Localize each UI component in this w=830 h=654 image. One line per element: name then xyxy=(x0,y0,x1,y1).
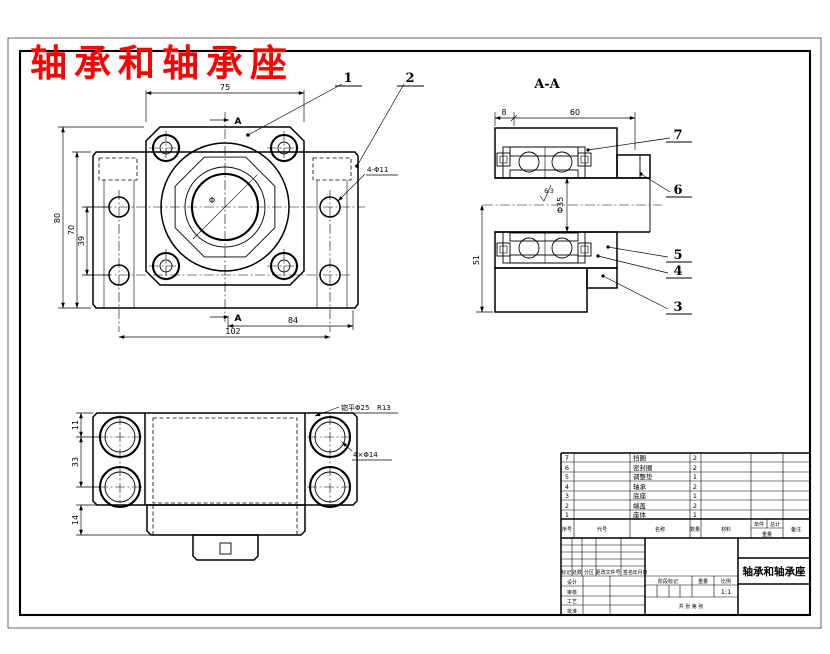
title-block: 标记 处数 分区 更改文件号 签名 年月日 设计 审核 工艺 批准 xyxy=(561,538,810,615)
dim-height-mid: 70 xyxy=(67,225,76,235)
sign-label-approve: 批准 xyxy=(567,608,577,615)
spotface-callout: 锪平Φ25 xyxy=(341,403,369,412)
rev-header-mark: 标记 xyxy=(561,569,571,576)
balloon-3: 3 xyxy=(673,300,682,315)
bom-no: 4 xyxy=(565,483,569,491)
bom-name: 调整垫 xyxy=(633,472,653,481)
rev-header-date: 年月日 xyxy=(632,569,647,576)
bom-row: 7 挡圈 2 xyxy=(565,453,697,462)
bom-header-code: 代号 xyxy=(597,526,607,533)
rev-header-docno: 更改文件号 xyxy=(595,569,620,576)
bom-header-weight: 重量 xyxy=(762,531,772,538)
dim-width-bottom: 102 xyxy=(225,327,240,336)
flange-bolt-holes xyxy=(149,131,301,283)
bom-no: 1 xyxy=(565,511,569,519)
dim-width-top: 75 xyxy=(220,83,230,92)
dim-bore: Φ35 xyxy=(556,197,565,213)
balloon-2: 2 xyxy=(405,71,414,86)
weight-label: 重量 xyxy=(698,578,708,585)
dim-edge: 11 xyxy=(71,420,80,430)
bom-header-material: 材料 xyxy=(721,526,731,533)
front-view: Φ xyxy=(53,71,424,339)
front-hole-callout: 4-Φ11 xyxy=(367,166,388,174)
bom-no: 3 xyxy=(565,492,569,500)
scale-label: 比例 xyxy=(721,578,731,585)
bom-table: 序号 代号 名称 数量 材料 单件 总计 重量 备注 7 挡圈 2 6 密封圈 … xyxy=(560,452,810,615)
bom-qty: 2 xyxy=(693,464,697,472)
rev-header-zone: 分区 xyxy=(584,569,594,576)
bom-row: 2 端盖 2 xyxy=(565,501,697,510)
bom-no: 2 xyxy=(565,502,569,510)
counterbore-holes xyxy=(98,415,352,509)
bom-qty: 2 xyxy=(693,454,697,462)
rev-header-sign: 签名 xyxy=(623,569,633,576)
section-marker-bottom: A xyxy=(235,314,242,324)
drawing-title: 轴承和轴承座 xyxy=(30,41,294,85)
bom-header-qty: 数量 xyxy=(690,526,700,533)
dim-hole-spacing-v: 39 xyxy=(77,236,86,246)
spotface-note: R13 xyxy=(377,404,391,412)
bom-header-remark: 备注 xyxy=(791,526,801,533)
bom-qty: 2 xyxy=(693,502,697,510)
bore-mark: Φ xyxy=(209,196,215,205)
dim-height: 51 xyxy=(472,255,481,265)
bom-qty: 1 xyxy=(693,511,697,519)
bom-qty: 1 xyxy=(693,473,697,481)
bom-row: 6 密封圈 2 xyxy=(565,463,697,472)
bom-row: 1 座体 1 xyxy=(565,510,697,519)
bottom-view: 11 33 14 锪平Φ25 R13 4×Φ14 xyxy=(71,403,398,561)
bom-header-name: 名称 xyxy=(655,526,665,533)
bom-qty: 2 xyxy=(693,483,697,491)
bom-no: 7 xyxy=(565,454,569,462)
balloon-4: 4 xyxy=(673,264,682,279)
dim-cap: 8 xyxy=(501,108,506,117)
bom-no: 5 xyxy=(565,473,569,481)
sign-label-design: 设计 xyxy=(567,579,577,586)
section-view-label: A-A xyxy=(533,77,560,92)
scale-value: 1:1 xyxy=(721,588,731,596)
dim-base-thickness: 14 xyxy=(71,515,80,525)
roughness-value: 6.3 xyxy=(544,188,554,195)
bom-name: 座体 xyxy=(633,510,647,519)
drawing-frame xyxy=(7,37,822,629)
bom-no: 6 xyxy=(565,464,569,472)
dim-hole-spacing-h: 84 xyxy=(288,316,298,325)
section-view: A-A xyxy=(472,77,692,315)
dim-hole-spacing: 33 xyxy=(71,457,80,467)
balloon-7: 7 xyxy=(673,128,682,143)
bom-name: 底座 xyxy=(633,491,647,500)
bom-header-no: 序号 xyxy=(562,526,572,533)
bom-qty: 1 xyxy=(693,492,697,500)
bom-name: 端盖 xyxy=(633,501,647,510)
bom-name: 密封圈 xyxy=(633,463,653,472)
section-marker-top: A xyxy=(235,117,242,127)
balloon-6: 6 xyxy=(673,183,682,198)
sign-label-process: 工艺 xyxy=(567,599,577,605)
title-block-part-name: 轴承和轴承座 xyxy=(743,565,806,578)
bom-name: 挡圈 xyxy=(633,453,646,462)
bom-header-weight-single: 单件 xyxy=(754,521,764,528)
bom-header-weight-total: 总计 xyxy=(770,521,780,528)
bom-row: 5 调整垫 1 xyxy=(565,472,697,481)
sheet-note: 共 张 第 张 xyxy=(679,603,704,610)
bottom-hole-callout: 4×Φ14 xyxy=(353,451,378,459)
sign-label-check: 审核 xyxy=(567,589,577,596)
bom-row: 4 轴承 2 xyxy=(565,482,697,491)
dim-width: 60 xyxy=(570,108,580,117)
stage-label: 阶段标记 xyxy=(658,578,678,585)
bom-name: 轴承 xyxy=(633,482,647,491)
bom-row: 3 底座 1 xyxy=(565,491,697,500)
dim-height-outer: 80 xyxy=(53,213,62,223)
balloon-5: 5 xyxy=(673,248,682,263)
rev-header-count: 处数 xyxy=(572,569,582,576)
balloon-1: 1 xyxy=(343,71,352,86)
